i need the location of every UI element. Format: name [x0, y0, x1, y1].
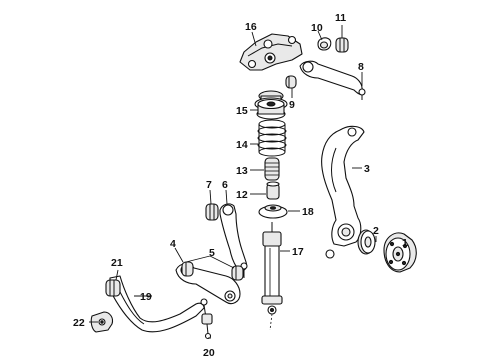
- callout-9: 9: [289, 99, 295, 111]
- callout-1: 1: [402, 237, 408, 249]
- stabilizer-link: [200, 298, 213, 340]
- callout-17: 17: [292, 246, 304, 258]
- callout-10: 10: [311, 22, 323, 34]
- lower-control-arm-front: [219, 203, 248, 278]
- callout-7: 7: [206, 179, 212, 191]
- callout-11: 11: [335, 12, 346, 24]
- callout-16: 16: [245, 21, 257, 33]
- coil-spring: [257, 119, 287, 157]
- upper-arm-bushing: [285, 75, 297, 89]
- callout-19: 19: [140, 291, 152, 303]
- stabilizer-bar: [109, 275, 205, 333]
- callout-15: 15: [236, 105, 248, 117]
- callout-22: 22: [73, 317, 85, 329]
- callout-8: 8: [358, 61, 364, 73]
- stabilizer-bar-bushing: [105, 279, 121, 297]
- callout-13: 13: [236, 165, 248, 177]
- steering-knuckle: [321, 125, 365, 259]
- upper-arm-bushing-front: [335, 37, 349, 53]
- wheel-bearing: [357, 229, 376, 255]
- lower-arm-bushing: [205, 203, 219, 221]
- callout-2: 2: [373, 225, 379, 237]
- shock-absorber: [261, 222, 283, 331]
- strut-mount-bearing: [258, 204, 288, 219]
- callout-6: 6: [222, 179, 228, 191]
- callout-labels: 1 2 3 4 5 6 7 8 9 10 11 12 13 14 15 16 1…: [73, 12, 408, 359]
- callout-21: 21: [111, 257, 123, 269]
- callout-20: 20: [203, 347, 215, 359]
- callout-12: 12: [236, 189, 248, 201]
- callout-5: 5: [209, 247, 215, 259]
- leader-lines: [89, 25, 406, 339]
- stabilizer-bar-bracket: [90, 311, 114, 333]
- wheel-hub: [383, 232, 417, 273]
- spring-seat: [254, 90, 288, 120]
- upper-mount-bracket: [239, 33, 303, 71]
- callout-4: 4: [170, 238, 176, 250]
- control-arm-bushings: [181, 261, 244, 281]
- callout-14: 14: [236, 139, 248, 151]
- upper-control-arm-rear: [299, 60, 366, 100]
- bump-stop: [266, 181, 280, 200]
- callout-18: 18: [302, 206, 314, 218]
- callout-3: 3: [364, 163, 370, 175]
- upper-control-arm-front: [317, 37, 332, 51]
- dust-boot: [264, 157, 280, 181]
